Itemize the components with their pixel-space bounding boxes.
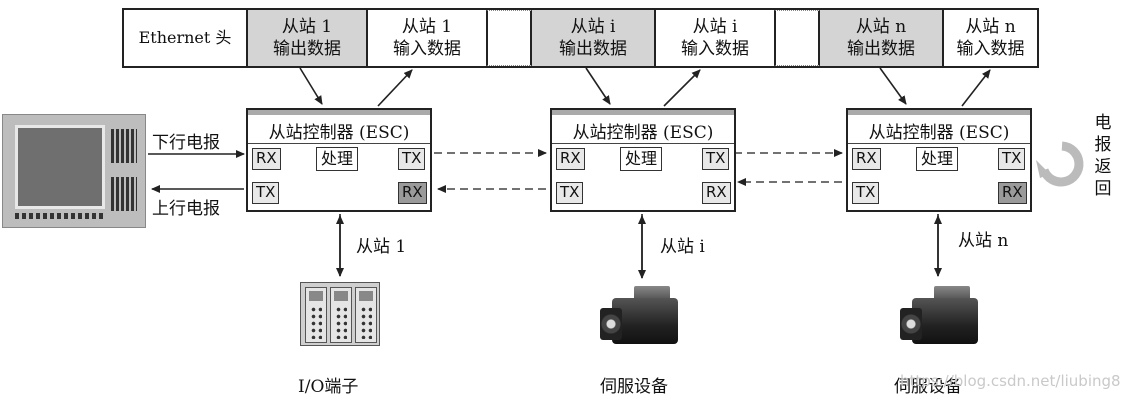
esc-tx-back: TX [852,182,880,204]
cell-line1: 从站 i [692,17,738,37]
servo-shaft [600,308,622,340]
cell-line2: 输入数据 [956,39,1025,59]
servo-shaft [900,308,922,340]
frame-cell-slavei-input: 从站 i 输入数据 [654,10,774,66]
frame-cell-slave1-input: 从站 1 输入数据 [366,10,486,66]
cell-line2: 输出数据 [273,39,341,59]
cell-line1: 从站 1 [401,17,453,37]
arrow-frame-to-esci [585,67,611,105]
esc-rx-back: RX [998,182,1027,204]
frame-cell-slavei-output: 从站 i 输出数据 [532,10,654,66]
cell-line2: 输入数据 [393,39,461,59]
arrow-esc1-to-frame [377,69,413,107]
esc-title: 从站控制器 (ESC) [572,123,714,143]
esc-divider [848,143,1030,144]
return-char: 返 [1094,157,1112,177]
esc-process: 处理 [316,147,359,171]
frame-gap-1 [486,10,532,66]
esc-tx-out: TX [998,148,1026,170]
return-label: 电 报 返 回 [1092,112,1114,200]
esc-top-band [552,110,734,115]
cell-line1: 从站 i [570,17,616,37]
esc-process: 处理 [916,147,959,171]
slave1-label: 从站 1 [356,237,407,257]
watermark-text: https://blog.csdn.net/liubing8609 [900,372,1121,390]
arrow-frame-to-escn [879,67,907,105]
cell-line2: 输出数据 [559,39,627,59]
io-terminal-image [300,282,380,346]
frame-cell-slaven-input: 从站 n 输入数据 [942,10,1037,66]
esc-rx-back: RX [702,182,731,204]
io-slot [330,287,352,343]
ethernet-frame: Ethernet 头 从站 1 输出数据 从站 1 输入数据 从站 i 输出数据… [122,8,1039,68]
cell-line1: 从站 n [965,17,1016,37]
esc-slave1: 从站控制器 (ESC) RX 处理 TX TX RX [246,108,432,212]
esc-top-band [848,110,1030,115]
return-char: 报 [1094,135,1112,155]
pc-keys-lower [111,177,137,211]
esc-divider [248,143,430,144]
esc-tx-out: TX [398,148,426,170]
return-char: 回 [1094,179,1112,199]
downlink-label: 下行电报 [152,133,220,153]
arrow-escn-to-frame [961,69,991,107]
servo-n-device-label: 伺服设备 [894,377,962,397]
loop-return-icon [1036,141,1084,187]
esc-title: 从站控制器 (ESC) [868,123,1010,143]
frame-header-label: Ethernet 头 [138,28,232,47]
cell-line1: 从站 1 [281,17,333,37]
io-device-label: I/O端子 [298,377,359,397]
esc-process: 处理 [620,147,663,171]
servo-image-n [898,284,988,354]
frame-gap-2 [774,10,820,66]
esc-slaven: 从站控制器 (ESC) RX 处理 TX TX RX [846,108,1032,212]
uplink-label: 上行电报 [152,199,220,219]
esc-rx-in: RX [556,148,585,170]
servo-image-i [598,284,688,354]
frame-header-cell: Ethernet 头 [124,10,246,66]
frame-cell-slave1-output: 从站 1 输出数据 [246,10,366,66]
servo-body [612,298,678,344]
arrow-frame-to-esc1 [299,67,323,105]
io-slot [305,287,327,343]
esc-rx-in: RX [252,148,281,170]
servo-body [912,298,978,344]
esc-tx-back: TX [556,182,584,204]
esc-rx-in: RX [852,148,881,170]
pc-keys-upper [111,129,137,163]
esc-rx-back: RX [398,182,427,204]
esc-slavei: 从站控制器 (ESC) RX 处理 TX TX RX [550,108,736,212]
servo-i-device-label: 伺服设备 [600,377,668,397]
esc-top-band [248,110,430,115]
cell-line2: 输入数据 [681,39,749,59]
frame-cell-slaven-output: 从站 n 输出数据 [820,10,942,66]
master-pc-image [2,114,146,228]
return-char: 电 [1094,113,1112,133]
cell-line1: 从站 n [855,17,907,37]
slavei-label: 从站 i [660,237,705,257]
esc-divider [552,143,734,144]
esc-title: 从站控制器 (ESC) [268,123,410,143]
esc-tx-out: TX [702,148,730,170]
pc-key-strip [15,213,105,219]
esc-tx-back: TX [252,182,280,204]
cell-line2: 输出数据 [847,39,915,59]
slaven-label: 从站 n [958,231,1009,251]
pc-screen [15,125,105,209]
io-slot [355,287,377,343]
arrow-esci-to-frame [663,69,701,107]
